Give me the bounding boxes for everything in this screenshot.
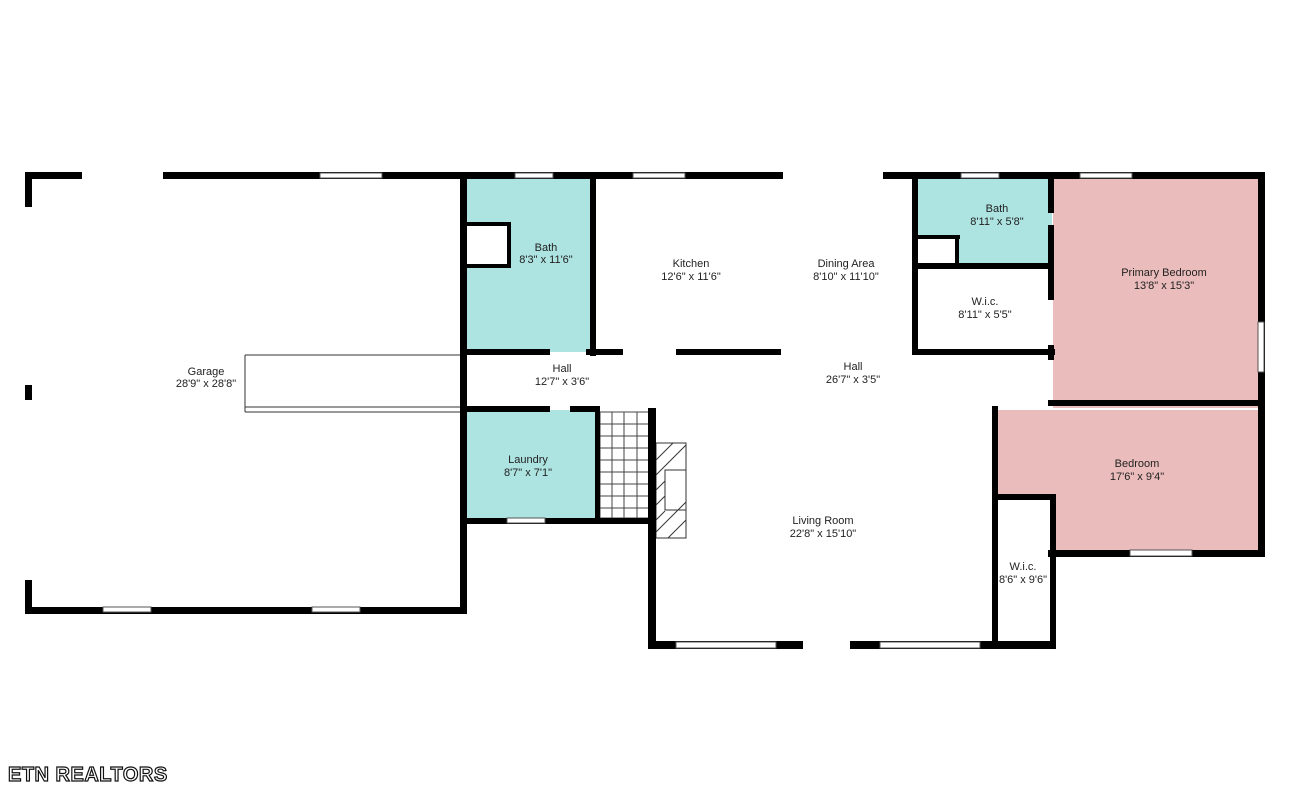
bedroom-fill — [995, 410, 1260, 498]
laundry-name: Laundry — [508, 454, 548, 466]
fireplace — [655, 442, 687, 539]
wic1-name: W.i.c. — [972, 296, 999, 308]
bath2-dims: 8'11" x 5'8" — [970, 216, 1023, 228]
hall1-dims: 12'7" x 3'6" — [535, 376, 589, 388]
primary-bedroom-name: Primary Bedroom — [1121, 267, 1207, 279]
living-room-dims: 22'8" x 15'10" — [790, 528, 857, 540]
primary-bedroom-dims: 13'8" x 15'3" — [1134, 280, 1194, 292]
bedroom-name: Bedroom — [1115, 458, 1160, 470]
kitchen-dims: 12'6" x 11'6" — [661, 271, 721, 283]
dining-name: Dining Area — [818, 258, 876, 270]
bath2-closet — [915, 238, 957, 266]
wic1-dims: 8'11" x 5'5" — [958, 309, 1011, 321]
hall2-name: Hall — [844, 361, 863, 373]
bath1-dims: 8'3" x 11'6" — [519, 254, 572, 266]
garage-ramp — [244, 354, 462, 413]
garage-dims: 28'9" x 28'8" — [176, 378, 236, 390]
living-room-name: Living Room — [792, 515, 853, 527]
kitchen-name: Kitchen — [673, 258, 710, 270]
laundry-fill — [465, 410, 597, 520]
windows — [102, 172, 1265, 649]
bath2-name: Bath — [986, 203, 1009, 215]
stairs — [599, 411, 651, 519]
bath1-name: Bath — [535, 242, 558, 254]
dining-dims: 8'10" x 11'10" — [813, 271, 879, 283]
wic2-dims: 8'6" x 9'6" — [999, 574, 1047, 586]
garage-name: Garage — [188, 366, 225, 378]
laundry-dims: 8'7" x 7'1" — [504, 467, 552, 479]
wic2-name: W.i.c. — [1010, 561, 1037, 573]
primary-bedroom-fill — [1053, 178, 1260, 408]
hall1-name: Hall — [553, 363, 572, 375]
bath1-closet — [465, 225, 510, 265]
bedroom-dims: 17'6" x 9'4" — [1110, 471, 1164, 483]
hall2-dims: 26'7" x 3'5" — [826, 374, 880, 386]
bedroom-fill-lower — [1053, 496, 1260, 550]
brand-logo: ETN REALTORS — [7, 763, 168, 786]
